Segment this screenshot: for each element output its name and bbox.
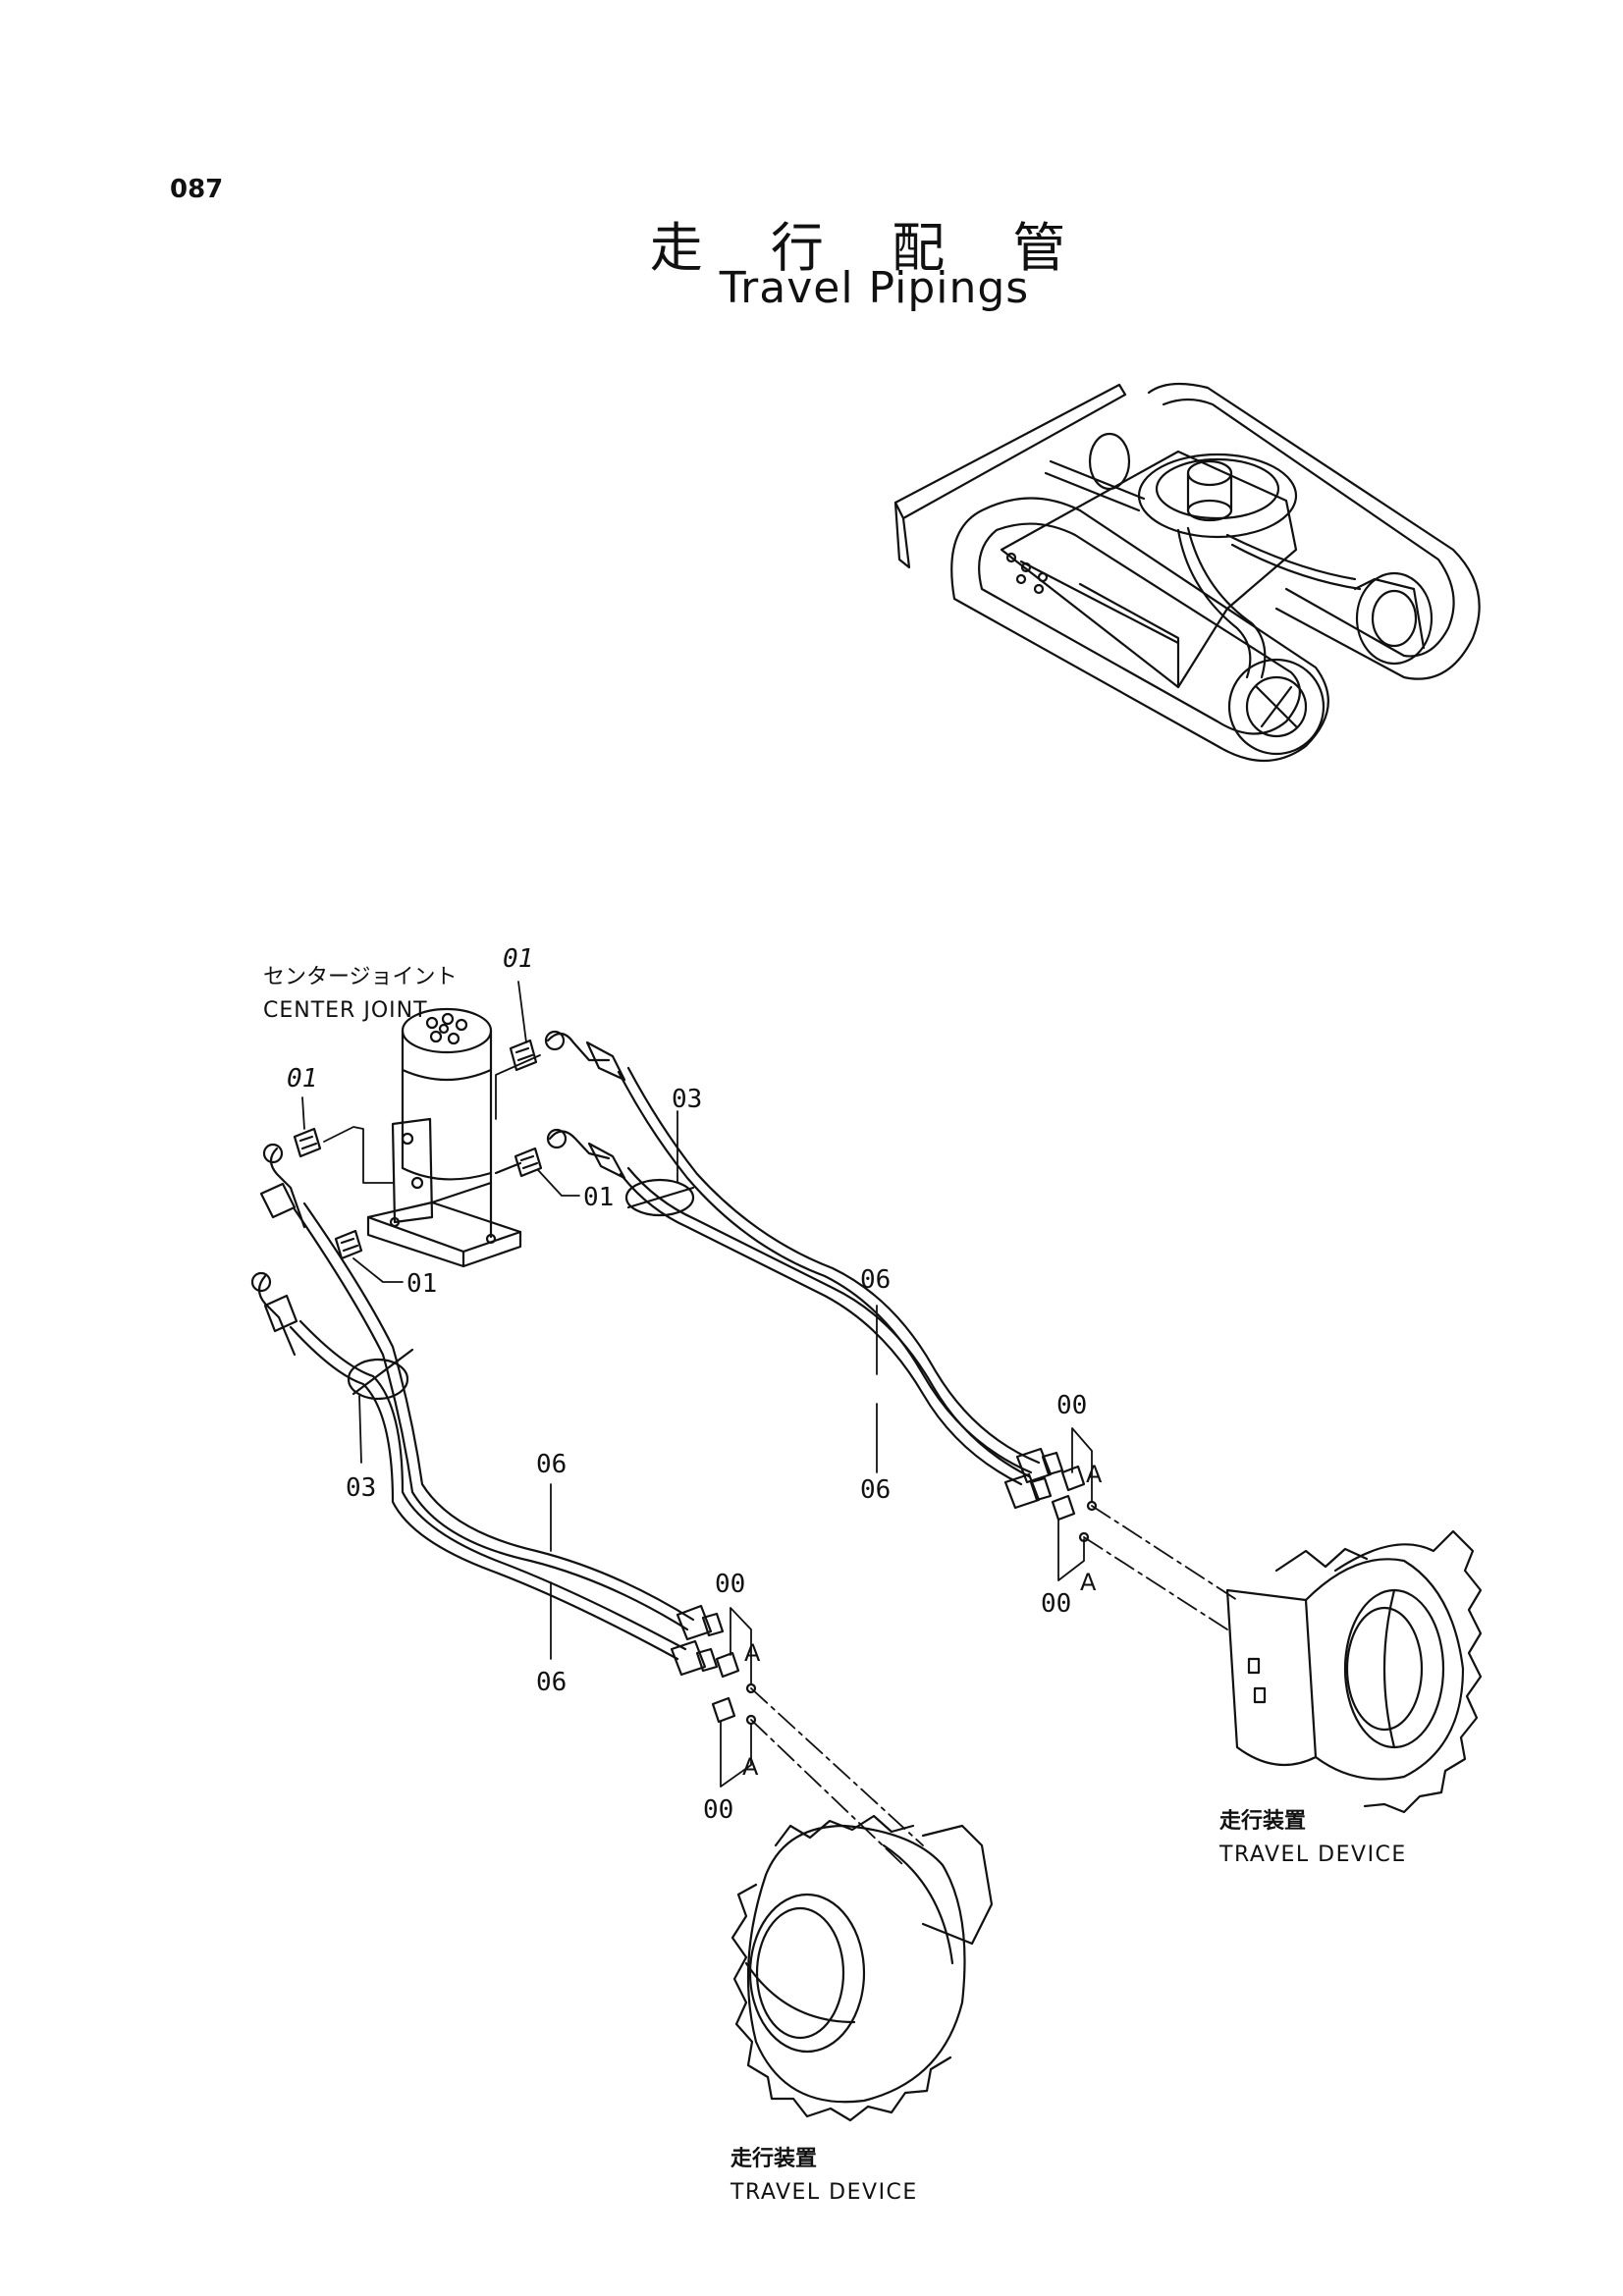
leader-lines <box>301 981 1093 1788</box>
center-joint-illustration <box>366 1007 522 1268</box>
travel-device-right-label-en: TRAVEL DEVICE <box>1218 1842 1407 1867</box>
callout-a: A <box>742 1753 759 1781</box>
travel-device-right-label-ja: 走行装置 <box>1219 1808 1306 1834</box>
page-number: 087 <box>170 175 224 204</box>
callout-a: A <box>1080 1569 1097 1596</box>
hose-pair-right <box>544 1030 1064 1510</box>
callout-01: 01 <box>583 1183 614 1212</box>
title-japanese: 走 行 配 管 <box>649 217 1092 279</box>
callout-a: A <box>1086 1461 1103 1488</box>
callout-06: 06 <box>536 1668 567 1697</box>
center-joint-label-en: CENTER JOINT <box>263 998 428 1023</box>
fitting-01-lower <box>334 1229 363 1260</box>
title-english: Travel Pipings <box>719 263 1030 313</box>
travel-device-right-illustration <box>1225 1529 1483 1814</box>
travel-device-left-label-ja: 走行装置 <box>730 2146 817 2171</box>
callout-a: A <box>744 1639 761 1667</box>
travel-device-left-label-en: TRAVEL DEVICE <box>730 2180 918 2205</box>
callout-00: 00 <box>1056 1391 1087 1420</box>
callout-00: 00 <box>715 1570 745 1599</box>
fitting-01-mid-right <box>514 1147 543 1178</box>
center-joint-label-ja: センタージョイント <box>263 965 458 989</box>
callout-03: 03 <box>346 1473 376 1503</box>
callout-00: 00 <box>703 1795 733 1825</box>
undercarriage-overview-illustration <box>893 382 1481 762</box>
callout-03: 03 <box>672 1085 702 1114</box>
callout-01: 01 <box>287 1064 317 1094</box>
callout-06: 06 <box>536 1450 567 1479</box>
callout-00: 00 <box>1041 1589 1071 1619</box>
travel-device-left-illustration <box>730 1814 994 2122</box>
fitting-01-top <box>509 1039 538 1072</box>
callout-01: 01 <box>406 1269 437 1299</box>
callout-06: 06 <box>860 1265 891 1295</box>
hose-pair-left <box>250 1143 725 1677</box>
callout-06: 06 <box>860 1475 891 1505</box>
connection-center-lines <box>750 1505 1238 1866</box>
fitting-01-left <box>293 1127 322 1158</box>
callout-01: 01 <box>503 944 533 974</box>
